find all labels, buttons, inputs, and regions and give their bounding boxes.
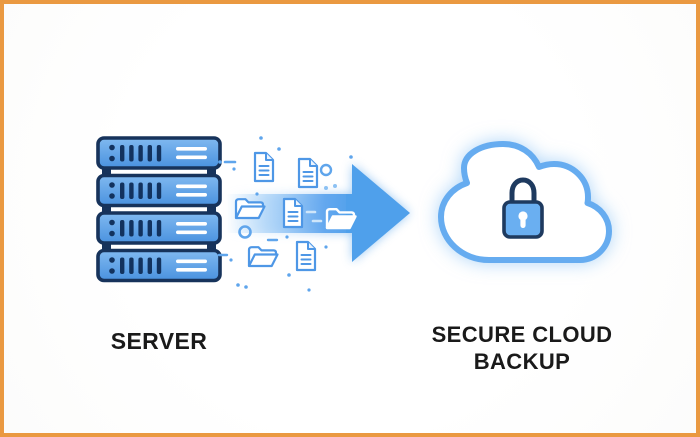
cloud-label-line1: SECURE CLOUD (431, 322, 613, 347)
document-icon (253, 151, 275, 183)
document-icon (297, 157, 319, 189)
data-flow-illustration (217, 136, 410, 292)
folder-icon (247, 246, 279, 268)
server-label: SERVER (59, 328, 259, 355)
secure-cloud-backup-label: SECURE CLOUD BACKUP (407, 321, 637, 375)
sparkle-dots (217, 136, 353, 292)
server-label-text: SERVER (110, 328, 208, 354)
padlock-icon (502, 177, 544, 239)
cloud-icon (438, 141, 612, 263)
cloud-label-line2: BACKUP (473, 349, 571, 374)
folder-icon (234, 198, 266, 220)
document-icon (282, 197, 304, 229)
server-unit-details (109, 144, 207, 274)
document-icon (295, 240, 317, 272)
server-rack-icon (96, 136, 222, 283)
